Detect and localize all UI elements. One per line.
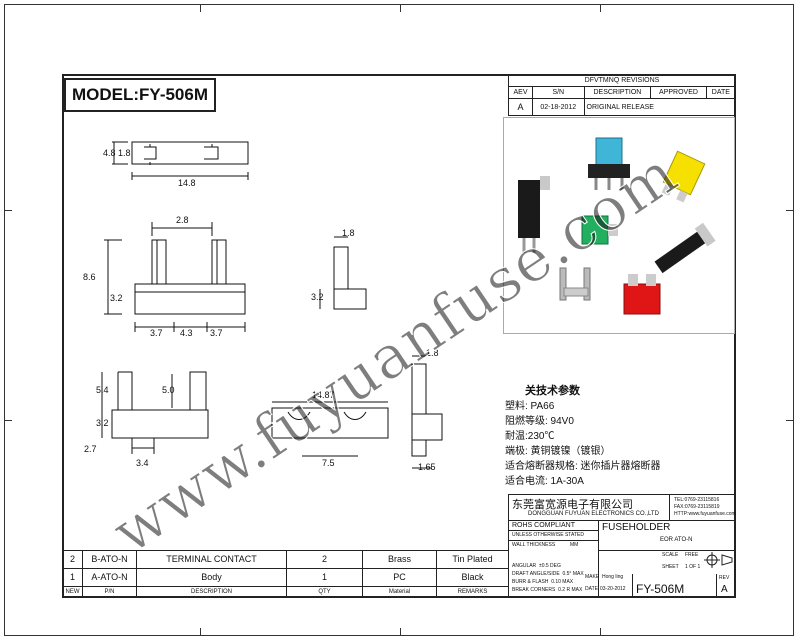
table-row: 1 A-ATO-N Body 1 PC Black <box>62 567 509 587</box>
spec-line: 耐温:230℃ <box>505 431 555 442</box>
dim-top-w: 14.8 <box>178 178 196 188</box>
dim-top-h2: 1.8 <box>118 148 131 158</box>
company-cn: 东莞富宽源电子有限公司 <box>512 498 633 511</box>
company-en: DONGGUAN FUYUAN ELECTRONICS CO.,LTD <box>528 511 659 517</box>
rev-letter: A <box>721 584 728 595</box>
scale-value: FREE <box>685 552 699 558</box>
dim-bottom-h2: 5.0 <box>162 385 175 395</box>
rev-header-sn: S/N <box>532 86 585 100</box>
date-value: 03-20-2012 <box>600 586 626 592</box>
spec-line: 阻燃等级: 94V0 <box>505 416 574 427</box>
dim-front-w1: 3.7 <box>150 328 163 338</box>
dim-bottom-w: 3.4 <box>136 458 149 468</box>
model-title: MODEL:FY-506M <box>64 78 216 112</box>
dim-front-gap: 2.8 <box>176 215 189 225</box>
dim-side-h: 3.2 <box>311 292 324 302</box>
table-row: 2 B-ATO-N TERMINAL CONTACT 2 Brass Tin P… <box>62 550 509 569</box>
spec-line: 端极: 黄铜镀镍（镀银） <box>505 446 611 457</box>
dim-bottom-h4: 2.7 <box>84 444 97 454</box>
dim-mid-w: 14.87 <box>312 390 335 400</box>
rev-header-aev: AEV <box>507 86 534 100</box>
rev-value: A <box>507 98 534 116</box>
rev-label: REV <box>719 575 730 581</box>
spec-line: 适合电流: 1A-30A <box>505 476 584 487</box>
wall-unit: MM <box>570 542 579 548</box>
dim-front-h2: 3.2 <box>110 293 123 303</box>
sheet-value: 1 OF 1 <box>685 564 701 570</box>
dim-top-h1: 4.8 <box>103 148 116 158</box>
projection-symbol-icon <box>704 552 733 568</box>
spec-title: 关技术参数 <box>525 385 580 397</box>
product-subtitle: EOR ATO-N <box>660 537 693 543</box>
dim-right-w2: 1.65 <box>418 462 436 472</box>
maker: Hong ling <box>602 574 624 580</box>
dim-front-h: 8.6 <box>83 272 96 282</box>
revisions-table: DFVTMNQ REVISIONS AEV S/N DESCRIPTION AP… <box>507 73 737 116</box>
revisions-title: DFVTMNQ REVISIONS <box>508 73 736 88</box>
dim-right-w: 1.8 <box>426 348 439 358</box>
scale-label: SCALE <box>662 552 679 558</box>
product-photo <box>503 117 735 334</box>
sheet-label: SHEET <box>662 564 679 570</box>
dim-bottom-h1: 5.4 <box>96 385 109 395</box>
spec-line: 塑料: PA66 <box>505 401 555 412</box>
dim-side-w: 1.8 <box>342 228 355 238</box>
date-label: DATE <box>585 586 598 592</box>
rev-date: 02-18-2012 <box>532 98 585 116</box>
tolerance-rows: ANGULAR ±0.5 DEG DRAFT ANGLE/SIDE 0.5° M… <box>512 563 584 593</box>
title-block <box>508 494 736 598</box>
parts-list: 2 B-ATO-N TERMINAL CONTACT 2 Brass Tin P… <box>62 550 509 599</box>
rev-header-approved: APPROVED <box>650 86 707 100</box>
wall-thickness: WALL THICKNESS <box>512 542 556 548</box>
product-name: FUSEHOLDER <box>602 522 671 533</box>
tel: TEL:0769-23115816 <box>674 497 720 503</box>
fax: FAX:0769-23115819 <box>674 504 720 510</box>
rev-header-description: DESCRIPTION <box>583 86 652 100</box>
rev-header-date: DATE <box>705 86 737 100</box>
rev-description: ORIGINAL RELEASE <box>583 98 737 116</box>
outer-border <box>4 4 794 636</box>
web: HTTP:www.fuyuanfuse.com <box>674 511 736 517</box>
dim-front-w2: 4.3 <box>180 328 193 338</box>
table-header-row: NEW P/N DESCRIPTION QTY Material REMARKS <box>62 585 509 599</box>
spec-line: 适合熔断器规格: 迷你插片器熔断器 <box>505 461 661 472</box>
rohs: ROHS COMPLIANT <box>512 522 576 529</box>
technical-drawing <box>101 141 443 469</box>
dim-bottom-h3: 3.2 <box>96 418 109 428</box>
dim-front-w3: 3.7 <box>210 328 223 338</box>
spec-block: 关技术参数 塑料: PA66 阻燃等级: 94V0 耐温:230℃ 端极: 黄铜… <box>505 384 725 489</box>
tolerance-note: UNLESS OTHERWISE STATED <box>512 532 584 538</box>
part-number: FY-506M <box>636 582 685 596</box>
make-label: MAKE <box>585 574 600 580</box>
dim-mid-w2: 7.5 <box>322 458 335 468</box>
